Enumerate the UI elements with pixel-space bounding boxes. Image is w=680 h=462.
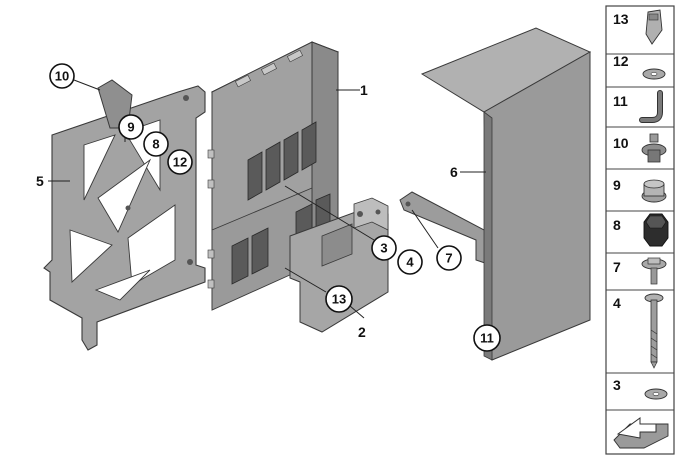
hose-clip-icon — [639, 90, 663, 123]
bolt-icon — [644, 293, 664, 369]
svg-text:3: 3 — [380, 241, 387, 256]
svg-text:7: 7 — [445, 251, 452, 266]
legend-label-12: 12 — [613, 53, 629, 69]
parts-legend: 13 12 11 10 9 8 — [605, 5, 675, 455]
control-module — [207, 41, 340, 311]
callout-4: 4 — [397, 249, 423, 275]
grommet-icon — [641, 133, 667, 163]
callout-7: 7 — [436, 245, 462, 271]
callout-13: 13 — [325, 285, 353, 313]
nut-icon — [641, 179, 667, 203]
fuse-icon — [645, 9, 663, 45]
callout-5: 5 — [36, 173, 44, 189]
callout-12: 12 — [167, 149, 193, 175]
callout-6: 6 — [450, 164, 458, 180]
legend-label-7: 7 — [613, 259, 621, 275]
hex-cap-icon — [643, 213, 669, 247]
legend-label-3: 3 — [613, 377, 621, 393]
callout-3: 3 — [371, 235, 397, 261]
callout-2: 2 — [358, 324, 366, 340]
svg-text:13: 13 — [332, 292, 346, 307]
callout-8: 8 — [143, 131, 169, 157]
legend-label-4: 4 — [613, 295, 621, 311]
flange-screw-icon — [641, 257, 667, 285]
washer-icon — [642, 68, 666, 80]
svg-text:10: 10 — [55, 69, 69, 84]
holder-bracket — [289, 197, 389, 333]
flat-washer-icon — [644, 388, 668, 400]
callout-11: 11 — [473, 324, 501, 352]
legend-label-8: 8 — [613, 217, 621, 233]
assembly-arrow-icon — [613, 417, 669, 449]
legend-label-13: 13 — [613, 11, 629, 27]
legend-label-10: 10 — [613, 135, 629, 151]
legend-label-9: 9 — [613, 177, 621, 193]
callout-1: 1 — [360, 82, 368, 98]
svg-text:9: 9 — [127, 120, 134, 135]
svg-text:8: 8 — [152, 137, 159, 152]
svg-text:11: 11 — [480, 331, 494, 346]
cover-plate — [420, 27, 592, 361]
callout-10: 10 — [49, 63, 75, 89]
svg-text:12: 12 — [173, 155, 187, 170]
legend-label-11: 11 — [613, 93, 628, 109]
svg-text:4: 4 — [406, 255, 414, 270]
callout-9: 9 — [118, 114, 144, 140]
